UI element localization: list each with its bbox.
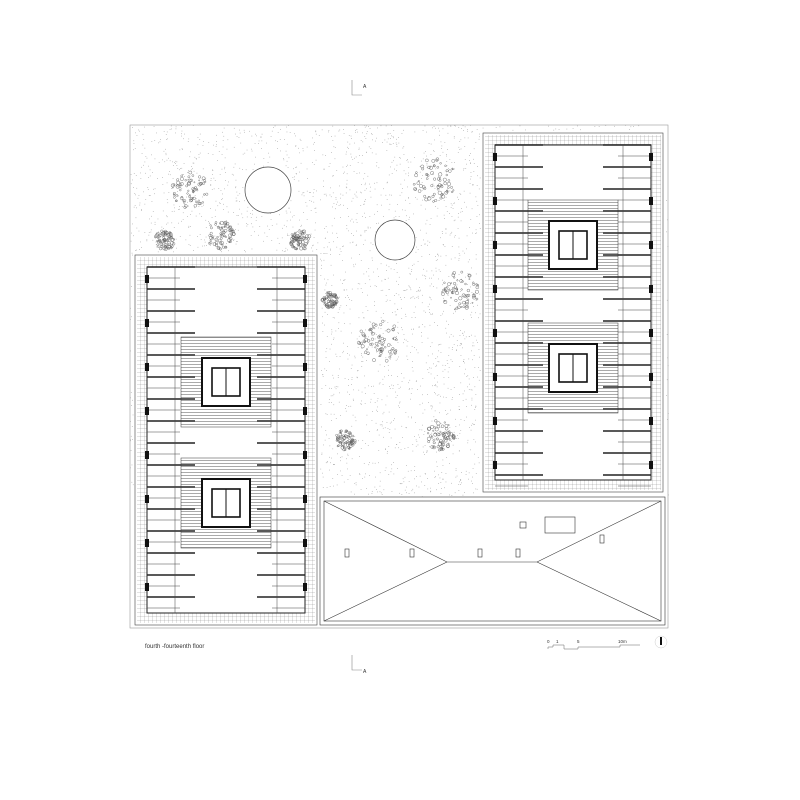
scale-bar bbox=[547, 644, 640, 650]
floor-caption: fourth -fourteenth floor bbox=[145, 644, 205, 650]
north-arrow-icon bbox=[654, 635, 668, 649]
section-marker-bottom-label: A bbox=[363, 669, 367, 675]
scale-label-5: 5 bbox=[577, 639, 580, 644]
roof-plan bbox=[319, 496, 666, 626]
left-residential-block bbox=[134, 254, 318, 626]
section-marker-top bbox=[351, 80, 362, 96]
right-residential-block bbox=[482, 132, 664, 493]
section-marker-bottom bbox=[351, 655, 362, 671]
scale-label-1: 1 bbox=[556, 639, 559, 644]
scale-label-0: 0 bbox=[547, 639, 550, 644]
section-marker-top-label: A bbox=[363, 84, 367, 90]
trees bbox=[154, 157, 480, 452]
courtyard-landscape bbox=[130, 125, 669, 498]
courtyard-circle bbox=[244, 166, 292, 214]
courtyard-circle bbox=[374, 219, 416, 261]
site-boundary bbox=[129, 124, 669, 629]
scale-label-10m: 10m bbox=[618, 639, 627, 644]
